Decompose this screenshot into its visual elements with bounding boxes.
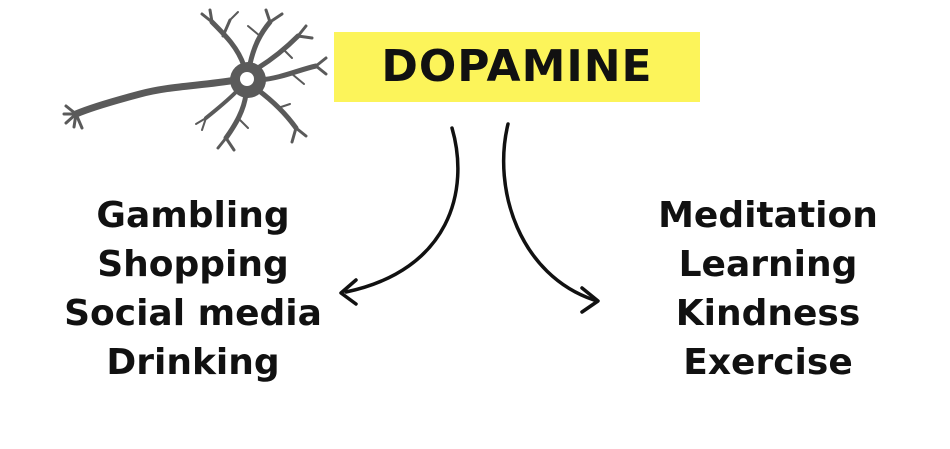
diagram-title: DOPAMINE xyxy=(381,41,653,92)
right-arrow xyxy=(501,122,596,302)
left-arrow xyxy=(344,126,460,294)
list-item: Drinking xyxy=(106,342,280,383)
list-item: Kindness xyxy=(675,293,861,334)
list-item: Gambling xyxy=(96,195,290,236)
list-item: Exercise xyxy=(683,342,853,383)
right-arrow-head xyxy=(580,286,600,314)
right-activity-list: Meditation Learning Kindness Exercise xyxy=(608,191,928,387)
title-highlight-box: DOPAMINE xyxy=(334,32,700,102)
neuron-icon xyxy=(62,8,328,152)
left-activity-list: Gambling Shopping Social media Drinking xyxy=(48,191,338,387)
left-arrow-head xyxy=(339,278,358,306)
list-item: Social media xyxy=(64,293,322,334)
list-item: Shopping xyxy=(97,244,289,285)
list-item: Learning xyxy=(678,244,858,285)
list-item: Meditation xyxy=(658,195,878,236)
